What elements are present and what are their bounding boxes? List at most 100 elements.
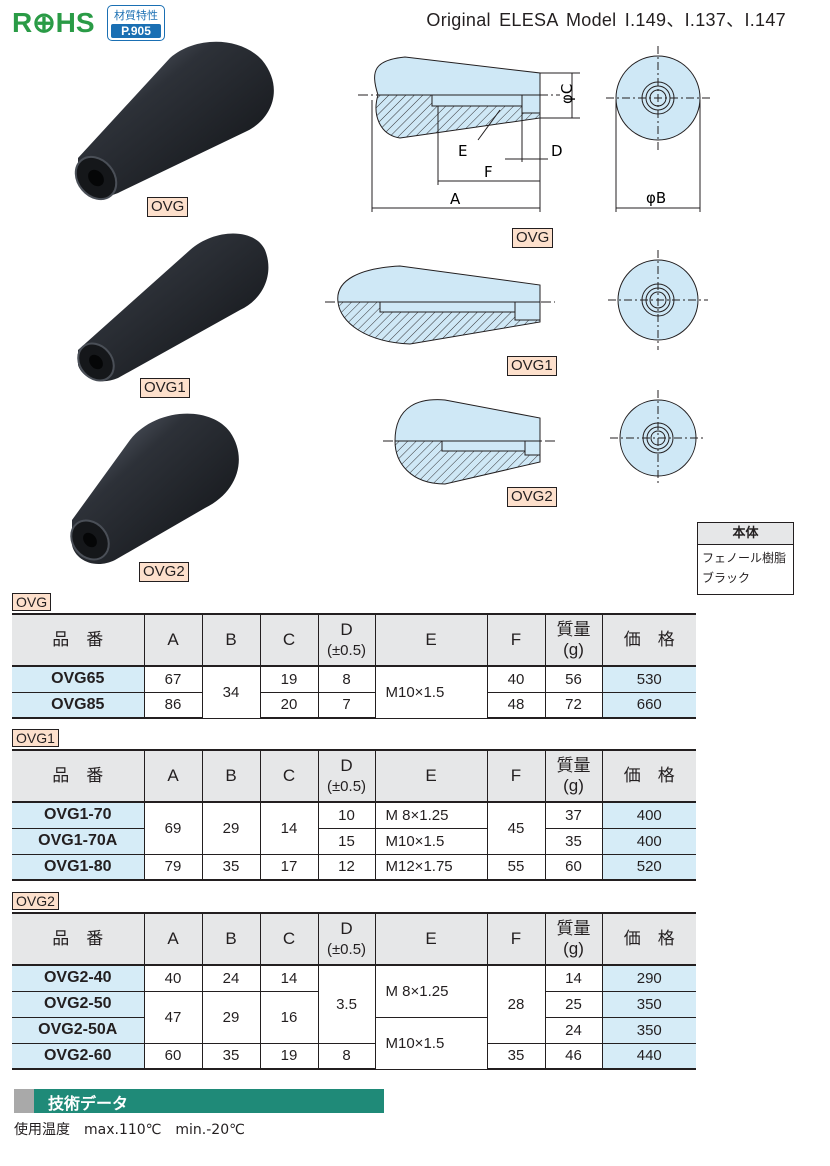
part-number: OVG2-60 (12, 1043, 144, 1070)
dim-label-d: D (551, 142, 563, 160)
part-number: OVG1-70 (12, 802, 144, 829)
cell-b: 35 (201, 1043, 260, 1070)
cell-c: 14 (259, 965, 318, 992)
dim-label-f: F (484, 163, 493, 181)
drawing-ovg-end (606, 46, 710, 212)
cell-f: 48 (486, 692, 545, 719)
cell-c: 19 (259, 666, 318, 693)
cell-a: 60 (143, 1043, 202, 1070)
cell-a: 79 (143, 854, 202, 881)
header-price: 価 格 (601, 749, 696, 803)
cell-c: 20 (259, 692, 318, 719)
cell-price: 400 (601, 828, 696, 855)
header-e: E (374, 749, 487, 803)
part-number: OVG1-80 (12, 854, 144, 881)
drawing-tag-ovg1: OVG1 (507, 356, 557, 376)
header-e: E (374, 613, 487, 667)
table-row: OVG2-40 40 24 14 3.5 M 8×1.25 28 14 290 (12, 965, 696, 1044)
table-ovg1: 品 番 A B C D(±0.5) E F 質量(g) 価 格 OVG1-70 … (12, 749, 696, 881)
knob-photo-ovg1 (77, 233, 269, 382)
cell-price: 350 (601, 1017, 696, 1044)
cell-c: 19 (259, 1043, 318, 1070)
cell-f: 45 (486, 802, 545, 855)
cell-mass: 46 (544, 1043, 602, 1070)
badge-label: 材質特性 (114, 9, 158, 22)
dim-label-e: E (458, 142, 467, 160)
part-number: OVG2-50A (12, 1017, 144, 1044)
cell-c: 17 (259, 854, 318, 881)
cell-e: M10×1.5 (374, 666, 487, 719)
part-number: OVG1-70A (12, 828, 144, 855)
original-model-text: Original ELESA Model I.149、I.137、I.147 (426, 10, 786, 30)
cell-b: 29 (201, 991, 260, 1044)
material-spec-box: 本体 フェノール樹脂 ブラック (697, 522, 794, 595)
cell-mass: 24 (544, 1017, 602, 1044)
product-illustrations: φC A D E F φB (70, 41, 710, 565)
header-b: B (201, 912, 260, 966)
cell-c: 16 (259, 991, 318, 1044)
header-a: A (143, 749, 202, 803)
header-c: C (259, 912, 318, 966)
tech-data-title: 技術データ (48, 1094, 129, 1113)
cell-mass: 60 (544, 854, 602, 881)
cell-price: 350 (601, 991, 696, 1018)
part-number: OVG2-40 (12, 965, 144, 992)
header-e: E (374, 912, 487, 966)
photo-tag-ovg2: OVG2 (139, 562, 189, 582)
cell-d: 12 (317, 854, 375, 881)
knob-photo-ovg2 (70, 413, 239, 565)
cell-e: M10×1.5 (374, 828, 487, 855)
dim-label-a: A (450, 190, 461, 208)
photo-tag-ovg: OVG (147, 197, 189, 217)
drawing-tag-ovg2: OVG2 (507, 487, 557, 507)
table-ovg: 品 番 A B C D(±0.5) E F 質量(g) 価 格 OVG65 67… (12, 613, 696, 719)
tech-header-accent (14, 1089, 34, 1113)
table-row: OVG85 86 20 7 48 72 660 (12, 692, 696, 719)
tech-data-header: 技術データ (14, 1089, 384, 1113)
header-f: F (486, 613, 545, 667)
spec-color: ブラック (702, 571, 751, 585)
material-badge[interactable]: 材質特性 P.905 (107, 5, 165, 41)
dim-label-phi-b: φB (646, 189, 666, 207)
cell-price: 440 (601, 1043, 696, 1070)
part-number: OVG85 (12, 692, 144, 719)
spec-material: フェノール樹脂 (702, 551, 787, 565)
table-row: OVG65 67 34 19 8 M10×1.5 40 56 530 (12, 666, 696, 719)
spec-header: 本体 (698, 523, 793, 545)
drawing-ovg1-side (325, 265, 555, 345)
cell-a: 40 (143, 965, 202, 992)
cell-f: 40 (486, 666, 545, 693)
cell-price: 530 (601, 666, 696, 693)
cell-b: 34 (201, 666, 260, 719)
header-c: C (259, 613, 318, 667)
cell-b: 29 (201, 802, 260, 855)
cell-mass: 14 (544, 965, 602, 992)
drawing-ovg2-end (610, 390, 706, 486)
cell-mass: 37 (544, 802, 602, 829)
cell-d: 15 (317, 828, 375, 855)
cell-mass: 25 (544, 991, 602, 1018)
drawing-ovg2-side (383, 399, 555, 485)
header-d: D(±0.5) (317, 749, 375, 803)
cell-d: 7 (317, 692, 375, 719)
part-number: OVG2-50 (12, 991, 144, 1018)
cell-a: 47 (143, 991, 202, 1044)
cell-e: M 8×1.25 (374, 802, 487, 829)
drawing-ovg1-end (608, 250, 708, 350)
header-a: A (143, 912, 202, 966)
knob-photo-ovg (74, 41, 274, 201)
cell-f: 28 (486, 965, 545, 1044)
header-b: B (201, 613, 260, 667)
header-a: A (143, 613, 202, 667)
table-row: OVG1-70 69 29 14 10 M 8×1.25 45 37 400 (12, 802, 696, 855)
cell-price: 660 (601, 692, 696, 719)
header-mass: 質量(g) (544, 749, 602, 803)
header-mass: 質量(g) (544, 613, 602, 667)
cell-d: 8 (317, 1043, 375, 1070)
part-number: OVG65 (12, 666, 144, 693)
cell-mass: 35 (544, 828, 602, 855)
table-row: OVG2-60 60 35 19 8 35 46 440 (12, 1043, 696, 1070)
badge-page: P.905 (111, 24, 161, 38)
cell-d: 8 (317, 666, 375, 693)
drawing-ovg-side (358, 56, 580, 212)
